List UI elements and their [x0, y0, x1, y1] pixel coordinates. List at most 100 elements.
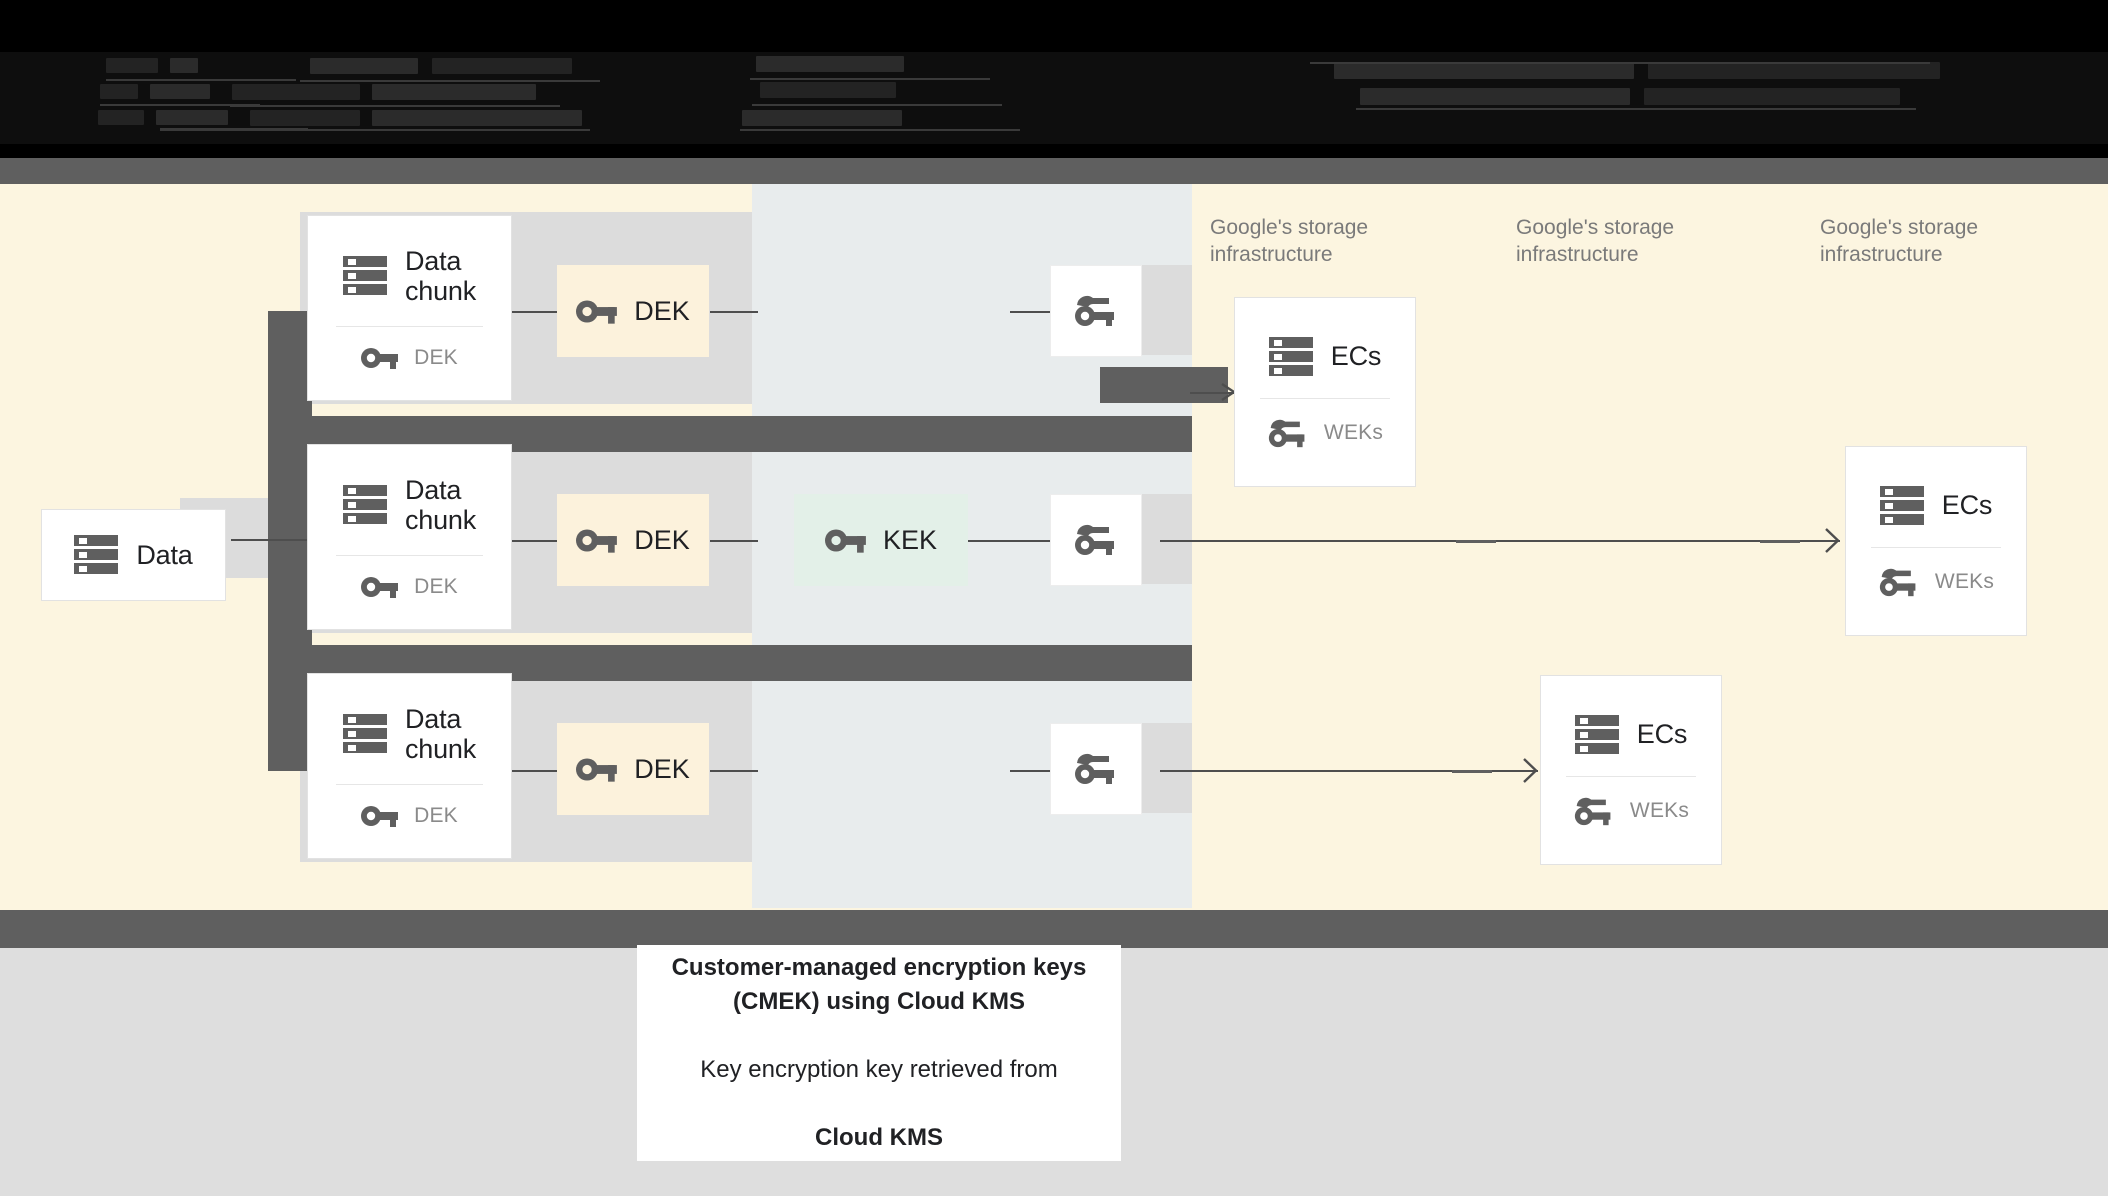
card-divider — [1566, 775, 1696, 777]
card-data-source[interactable]: Data — [41, 509, 226, 601]
wrapped-key-icon — [1879, 568, 1916, 596]
obscured-header-rule — [750, 78, 990, 80]
dek-box-1[interactable]: DEK — [557, 265, 709, 357]
wrapped-key-box-2[interactable] — [1050, 494, 1142, 586]
obscured-header-text — [156, 110, 228, 125]
wire-into-wek-3 — [1010, 770, 1050, 772]
wire-to-ec-3 — [1160, 770, 1538, 772]
card-ecs-1-header: ECs — [1263, 336, 1387, 378]
obscured-header-text — [98, 110, 144, 125]
card-data-chunk-2[interactable]: Data chunk DEK — [307, 444, 512, 630]
obscured-header-text — [1644, 88, 1900, 105]
obscured-header-text — [170, 58, 198, 73]
obscured-header-text — [372, 84, 536, 100]
obscured-header-rule — [300, 80, 600, 82]
dek-box-2[interactable]: DEK — [557, 494, 709, 586]
wire-source-to-bracket — [231, 539, 309, 541]
wire-dek-to-kek-zone-1 — [710, 311, 758, 313]
wire-to-ec-1 — [1190, 392, 1236, 394]
card-ecs-3[interactable]: ECs WEKs — [1845, 446, 2027, 636]
obscured-header-text — [1360, 88, 1630, 105]
obscured-header-rule — [106, 79, 296, 81]
caption-body-line2: Cloud KMS — [815, 1124, 943, 1152]
card-divider — [336, 784, 483, 786]
storage-label-1: Google's storage infrastructure — [1210, 216, 1369, 266]
card-key-label: DEK — [414, 804, 458, 828]
obscured-header-text — [760, 82, 896, 98]
card-ecs-1-key: WEKs — [1267, 418, 1383, 449]
card-title: Data chunk — [404, 474, 477, 535]
dek-box-label: DEK — [634, 753, 690, 784]
card-title: ECs — [1941, 490, 1993, 521]
card-title: Data chunk — [404, 703, 477, 764]
wek-emit-bar — [1100, 367, 1228, 403]
caption-body: Key encryption key retrieved from Cloud … — [700, 1019, 1057, 1155]
key-icon — [576, 299, 618, 324]
obscured-header-rule — [160, 129, 590, 131]
obscured-header-text — [310, 58, 418, 74]
wrapped-key-icon — [1075, 524, 1114, 555]
obscured-header-text — [756, 56, 904, 72]
card-key-label: DEK — [414, 346, 458, 370]
obscured-header-text — [372, 110, 582, 126]
key-icon — [824, 528, 866, 553]
card-title: ECs — [1330, 341, 1382, 372]
wire-dek-to-kek-zone-2 — [710, 540, 758, 542]
card-ecs-1[interactable]: ECs WEKs — [1234, 297, 1416, 487]
caption-panel: Customer-managed encryption keys (CMEK) … — [637, 945, 1121, 1161]
arrowhead-to-ec-3 — [1523, 758, 1538, 783]
bottom-divider-band — [0, 910, 2108, 948]
card-key-label: WEKs — [1629, 799, 1690, 822]
card-divider — [1871, 546, 2001, 548]
card-ecs-3-key: WEKs — [1878, 567, 1994, 598]
obscured-header-text — [150, 84, 210, 99]
card-data-chunk-3[interactable]: Data chunk DEK — [307, 673, 512, 859]
wrapped-key-box-3[interactable] — [1050, 723, 1142, 815]
fanout-bracket-trunk — [268, 311, 312, 771]
database-icon — [74, 535, 119, 574]
storage-label-3: Google's storage infrastructure — [1820, 216, 1979, 266]
wire-to-ec-far-right-seg-a — [1456, 540, 1496, 543]
obscured-header-text — [1648, 62, 1940, 79]
wrapped-key-icon — [1075, 295, 1114, 326]
obscured-header-rule — [1310, 62, 1930, 64]
database-icon — [342, 485, 387, 524]
dek-box-label: DEK — [634, 295, 690, 326]
wrapped-key-box-1[interactable] — [1050, 265, 1142, 357]
card-key-label: WEKs — [1934, 570, 1995, 593]
card-data-chunk-3-header: Data chunk — [337, 704, 482, 764]
dek-box-3[interactable]: DEK — [557, 723, 709, 815]
card-ecs-2-header: ECs — [1569, 714, 1693, 756]
obscured-header-rule — [1356, 108, 1916, 110]
obscured-header-rule — [752, 104, 1002, 106]
wire-chunk-to-dek-1 — [512, 311, 560, 313]
key-icon — [576, 528, 618, 553]
database-icon — [1879, 485, 1924, 525]
card-data-chunk-3-key: DEK — [361, 804, 458, 828]
database-icon — [1574, 714, 1619, 754]
card-divider — [1260, 397, 1390, 399]
card-data-chunk-1-header: Data chunk — [337, 246, 482, 306]
wire-kek-to-wek-2 — [968, 540, 1050, 542]
wrapped-key-icon — [1075, 753, 1114, 784]
database-icon — [1268, 336, 1313, 376]
card-ecs-2-key: WEKs — [1573, 796, 1689, 827]
card-data-chunk-1-key: DEK — [361, 346, 458, 370]
card-data-chunk-2-header: Data chunk — [337, 475, 482, 535]
database-icon — [342, 714, 387, 753]
kek-box[interactable]: KEK — [794, 494, 968, 586]
card-data-chunk-1[interactable]: Data chunk DEK — [307, 215, 512, 401]
dek-box-label: DEK — [634, 524, 690, 555]
wrapped-key-icon — [1268, 419, 1305, 447]
card-data-source-header: Data — [68, 534, 198, 576]
card-ecs-2[interactable]: ECs WEKs — [1540, 675, 1722, 865]
kek-box-label: KEK — [882, 524, 938, 555]
wire-into-wek-1 — [1010, 311, 1050, 313]
obscured-header-text — [100, 84, 138, 99]
card-divider — [336, 555, 483, 557]
card-title: Data — [136, 539, 193, 570]
key-icon — [361, 577, 399, 599]
card-title: ECs — [1636, 719, 1688, 750]
key-icon — [576, 757, 618, 782]
